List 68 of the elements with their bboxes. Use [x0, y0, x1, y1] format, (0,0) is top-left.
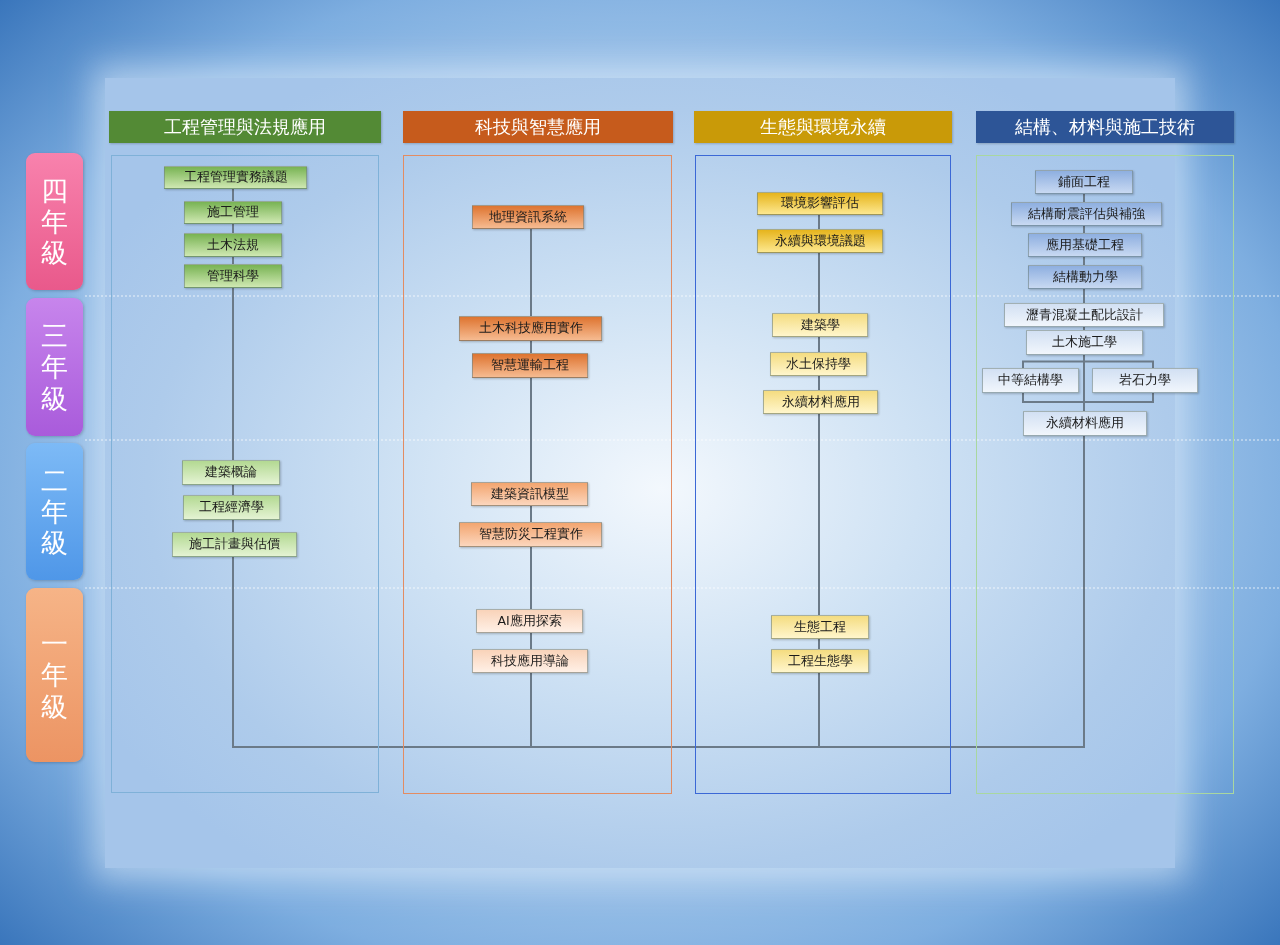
connector-line — [530, 632, 532, 650]
course-box: 永續材料應用 — [1023, 411, 1147, 436]
course-box: 環境影響評估 — [757, 192, 883, 215]
year-tab — [26, 298, 83, 436]
course-box: 結構動力學 — [1028, 265, 1142, 289]
column-header: 科技與智慧應用 — [403, 111, 673, 143]
course-box: 科技應用導論 — [472, 649, 588, 673]
connector-line — [818, 638, 820, 650]
connector-line — [530, 546, 532, 610]
course-box: 土木施工學 — [1026, 330, 1143, 355]
course-box: 中等結構學 — [982, 368, 1079, 393]
connector-line — [530, 340, 532, 354]
course-box: 建築概論 — [182, 460, 280, 485]
connector-line — [1083, 392, 1154, 412]
year-tab — [26, 588, 83, 762]
course-box: 地理資訊系統 — [472, 205, 584, 229]
column-header: 結構、材料與施工技術 — [976, 111, 1234, 143]
course-box: 施工計畫與估價 — [172, 532, 297, 557]
connector-line — [1083, 225, 1085, 234]
connector-line — [530, 377, 532, 483]
course-box: 瀝青混凝土配比設計 — [1004, 303, 1164, 327]
connector-line — [232, 256, 234, 265]
connector-line — [818, 435, 1085, 748]
course-box: 管理科學 — [184, 264, 282, 288]
course-box: 土木法規 — [184, 233, 282, 257]
connector-line — [1083, 256, 1085, 266]
course-box: 永續材料應用 — [763, 390, 878, 414]
course-box: 岩石力學 — [1092, 368, 1198, 393]
connector-line — [232, 188, 234, 202]
connector-line — [232, 519, 234, 533]
year-label: 四年級 — [41, 174, 68, 269]
connector-line — [818, 413, 820, 616]
year-tab — [26, 443, 83, 580]
course-box: 工程經濟學 — [183, 495, 280, 520]
course-box: 土木科技應用實作 — [459, 316, 602, 341]
year-label: 一年級 — [41, 628, 68, 722]
course-box: 施工管理 — [184, 201, 282, 224]
course-box: 工程管理實務議題 — [164, 166, 307, 189]
year-label: 二年級 — [41, 464, 68, 559]
course-box: AI應用探索 — [476, 609, 583, 633]
connector-line — [530, 228, 532, 317]
column-header: 生態與環境永續 — [694, 111, 952, 143]
year-label: 三年級 — [41, 320, 68, 414]
course-box: 工程生態學 — [771, 649, 869, 673]
course-box: 水土保持學 — [770, 352, 867, 376]
connector-line — [818, 336, 820, 353]
course-box: 智慧運輸工程 — [472, 353, 588, 378]
course-box: 建築學 — [772, 313, 868, 337]
connector-line — [818, 214, 820, 230]
connector-line — [530, 505, 532, 523]
connector-line — [1083, 326, 1085, 331]
year-tab — [26, 153, 83, 290]
connector-line — [1083, 193, 1085, 203]
column-header: 工程管理與法規應用 — [109, 111, 381, 143]
course-box: 結構耐震評估與補強 — [1011, 202, 1162, 226]
course-box: 智慧防災工程實作 — [459, 522, 602, 547]
course-box: 鋪面工程 — [1035, 170, 1133, 194]
connector-line — [1083, 288, 1085, 304]
connector-line — [232, 556, 532, 748]
connector-line — [232, 287, 234, 461]
course-box: 應用基礎工程 — [1028, 233, 1142, 257]
connector-line — [818, 375, 820, 391]
course-box: 永續與環境議題 — [757, 229, 883, 253]
connector-line — [232, 223, 234, 234]
course-box: 生態工程 — [771, 615, 869, 639]
course-box: 建築資訊模型 — [471, 482, 588, 506]
connector-line — [232, 484, 234, 496]
connector-line — [818, 252, 820, 314]
